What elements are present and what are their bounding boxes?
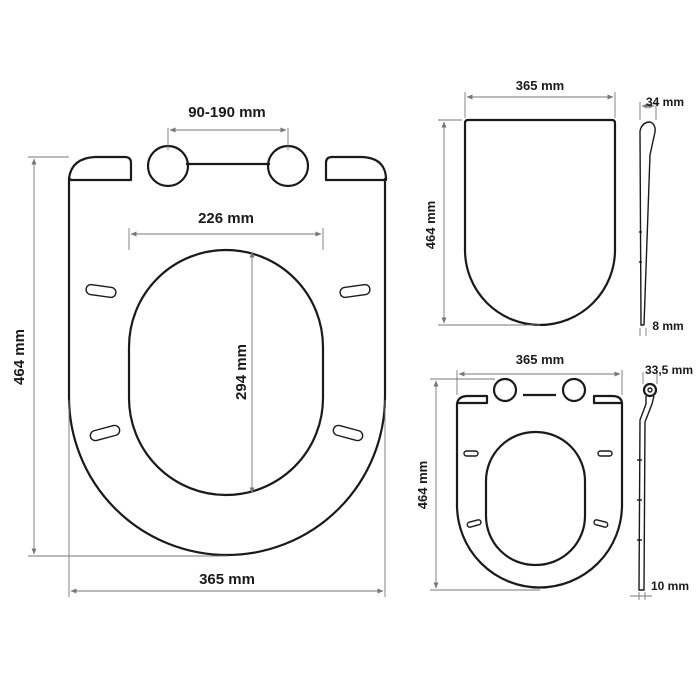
seat-bumper-4	[593, 519, 609, 528]
lid-side-bottom-label: 8 mm	[652, 319, 683, 333]
lid-side-profile	[639, 121, 656, 326]
seat-side-profile	[638, 395, 655, 591]
lid-view: 365 mm 464 mm 34 mm 8 mm	[423, 78, 684, 336]
lid-side-top-label: 34 mm	[646, 95, 684, 109]
hinge-right	[266, 144, 310, 188]
seat-hinge-left	[492, 377, 518, 403]
hinge-left	[146, 144, 190, 188]
seat-hinge-right	[561, 377, 587, 403]
seat-bumper-2	[597, 450, 613, 457]
inner-height-label: 294 mm	[233, 344, 250, 400]
bumper-lower-right	[332, 424, 364, 442]
bumper-upper-right	[339, 283, 371, 299]
seat-outline	[455, 393, 624, 589]
seat-height-label: 464 mm	[415, 461, 430, 509]
seat-bumper-1	[463, 450, 479, 457]
seat-side-top-label: 33,5 mm	[645, 363, 693, 377]
inner-opening	[127, 248, 325, 497]
hinge-spacing-label: 90-190 mm	[188, 104, 266, 121]
inner-width-label: 226 mm	[198, 210, 254, 227]
seat-bumper-3	[466, 519, 482, 528]
lid-width-label: 365 mm	[516, 78, 564, 93]
seat-side-bottom-label: 10 mm	[651, 579, 689, 593]
lid-outline	[463, 118, 617, 327]
bumper-upper-left	[85, 283, 117, 299]
total-width-label: 365 mm	[199, 571, 255, 588]
main-seat-view: 90-190 mm 226 mm 294 mm 464 mm 365 mm	[11, 104, 388, 597]
seat-side-hinge	[642, 382, 658, 398]
seat-inner-opening	[484, 430, 587, 567]
lid-height-label: 464 mm	[423, 201, 438, 249]
seat-view: 365 mm 464 mm 33,5 mm 10 mm	[415, 352, 693, 600]
main-seat-outline	[67, 155, 388, 557]
bumper-lower-left	[89, 424, 121, 442]
seat-width-label: 365 mm	[516, 352, 564, 367]
total-height-label: 464 mm	[11, 329, 28, 385]
